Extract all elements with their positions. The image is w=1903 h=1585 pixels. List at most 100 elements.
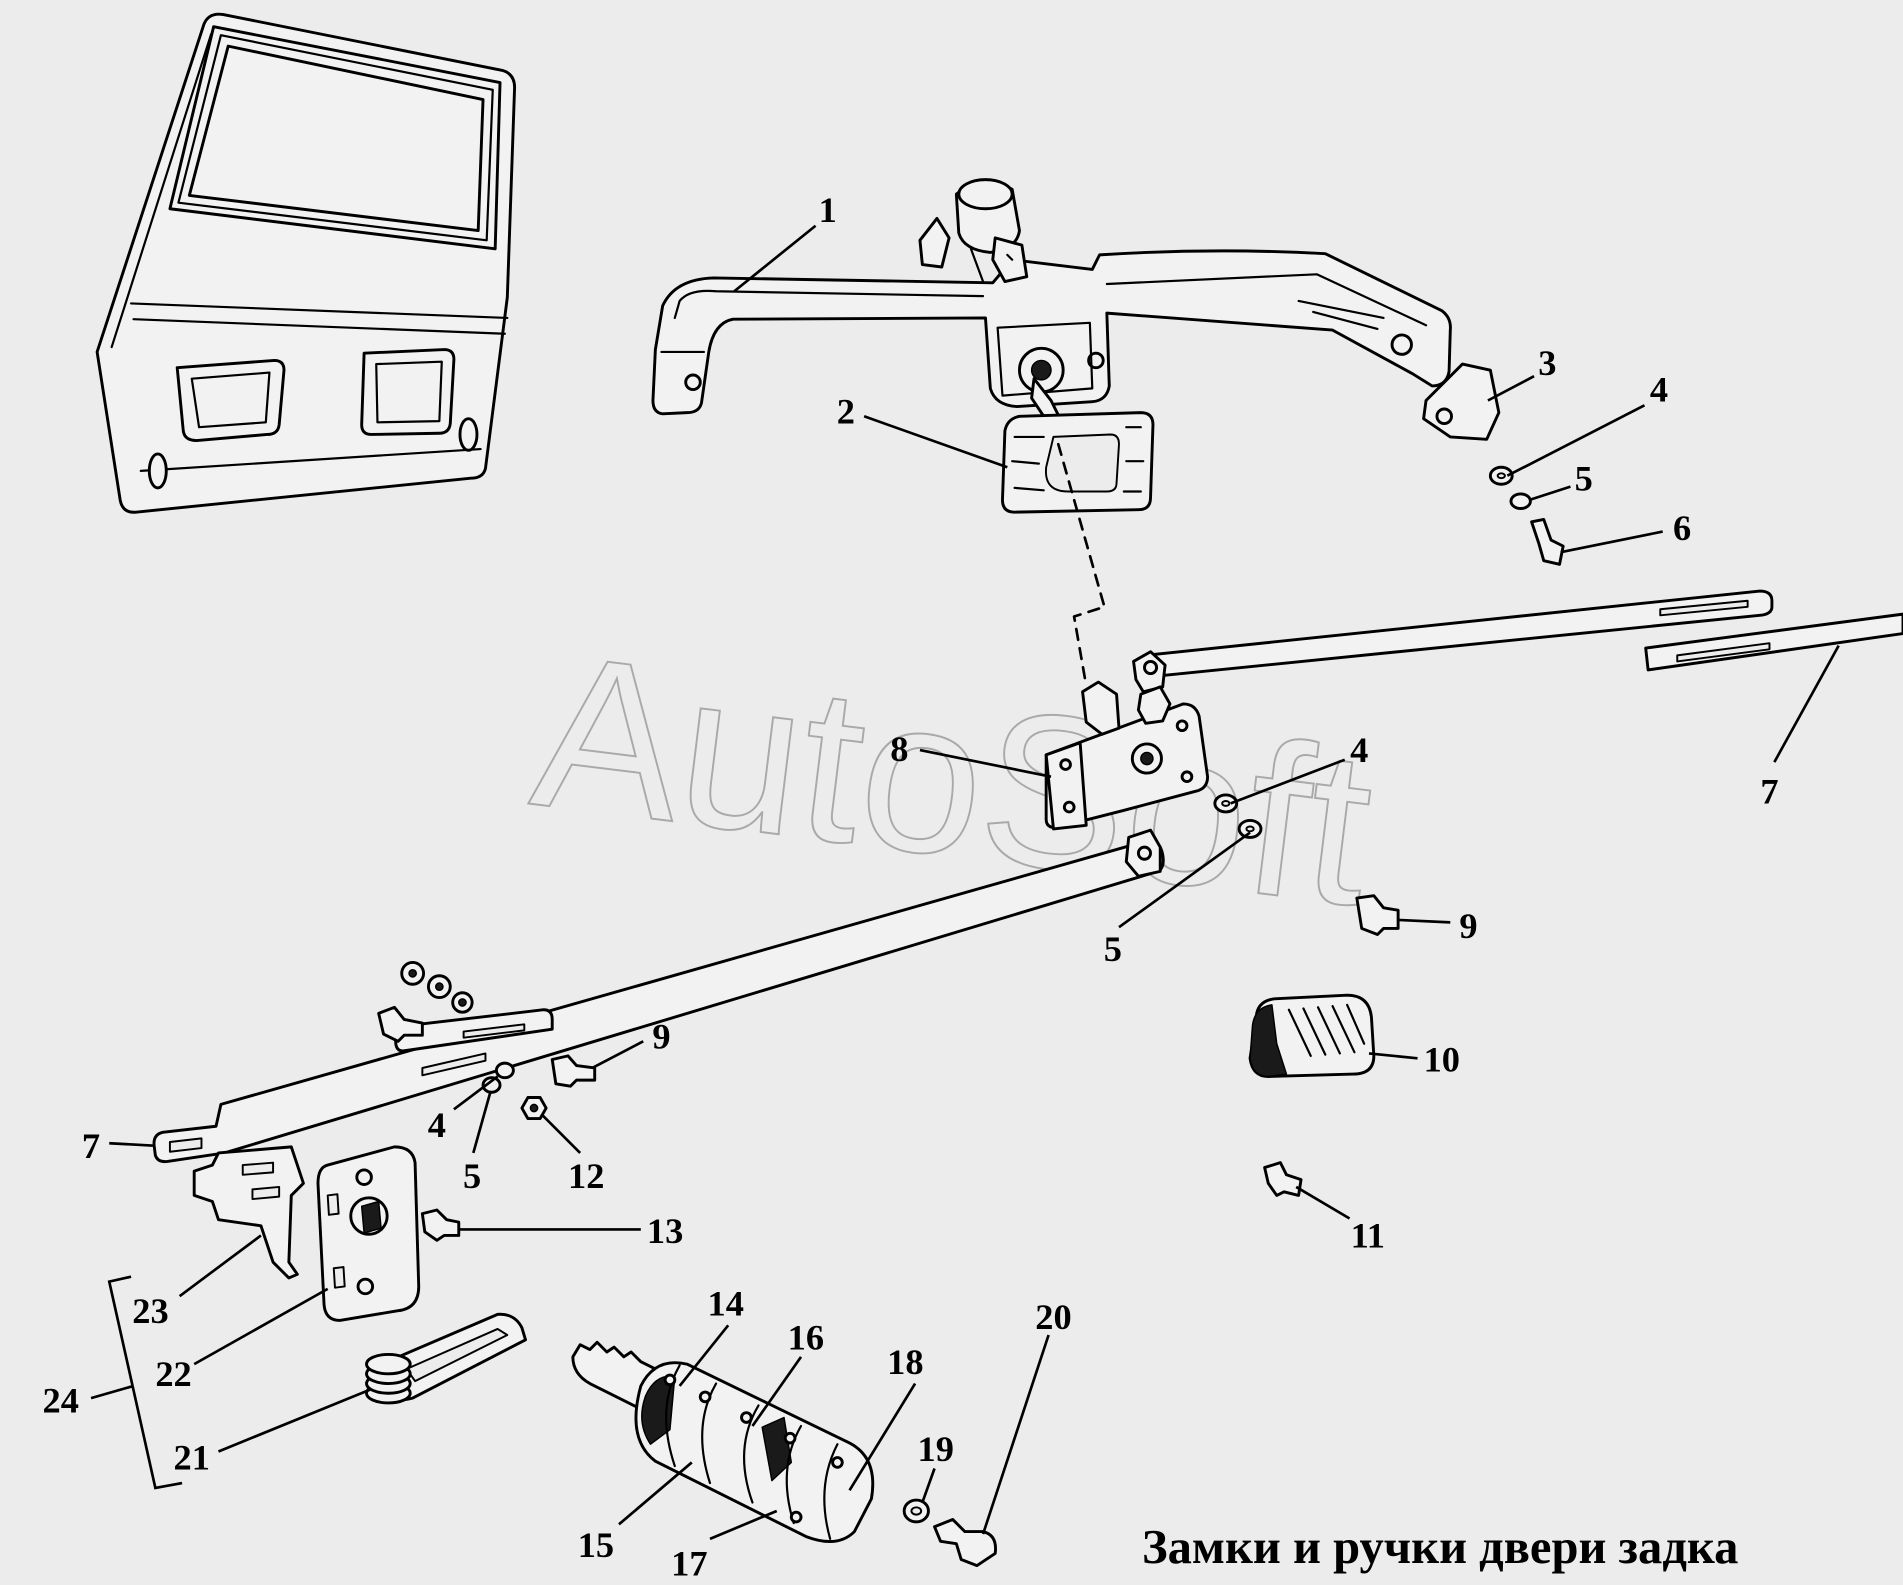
part-3-bracket — [1422, 362, 1501, 441]
lock-lever — [1081, 680, 1121, 736]
part-22-plate — [316, 1145, 421, 1322]
window-glass — [187, 44, 485, 233]
upper-rod-slot — [1659, 599, 1749, 617]
pad-shadow — [1249, 1004, 1288, 1078]
callout-8: 8 — [890, 729, 1052, 779]
callout-label: 16 — [788, 1318, 824, 1358]
part-9-left-bolt — [550, 1054, 597, 1088]
leader-17 — [709, 1509, 778, 1541]
part-6-bolt — [1530, 517, 1565, 566]
leader-3 — [1487, 375, 1535, 402]
callout-12: 12 — [540, 1113, 604, 1196]
diagram-title: Замки и ручки двери задка — [1142, 1521, 1738, 1574]
callout-label: 19 — [918, 1429, 954, 1469]
lower-rod-bar — [152, 838, 1165, 1164]
cylinder-hole-6 — [789, 1510, 803, 1524]
leader-7-left — [109, 1141, 155, 1147]
part-16-segment — [701, 1382, 718, 1485]
upper-rod-extension-slot — [1676, 642, 1771, 663]
handle-groove-left — [673, 289, 985, 320]
callout-label: 18 — [887, 1342, 923, 1382]
lock-rivet-center — [1140, 751, 1154, 766]
callout-label: 24 — [43, 1381, 79, 1421]
door-edge-line — [110, 32, 213, 349]
callout-17: 17 — [671, 1509, 778, 1583]
cylinder-hole-1 — [663, 1373, 677, 1387]
callout-label: 17 — [671, 1543, 707, 1583]
left-fasteners — [481, 1054, 597, 1121]
part-15-segment — [665, 1364, 681, 1468]
part-9-right-bolt — [1355, 894, 1400, 936]
callout-4-left: 4 — [428, 1075, 499, 1145]
leader-11 — [1295, 1185, 1351, 1220]
door-beltline — [129, 302, 509, 320]
callout-5-mid: 5 — [1104, 831, 1251, 969]
screw-11-body — [1263, 1161, 1303, 1197]
part-13-screw — [420, 1208, 461, 1242]
door-hinge-mark-left — [147, 452, 168, 490]
callout-label: 6 — [1673, 508, 1691, 548]
leader-15 — [618, 1461, 693, 1526]
cylinder-hole-5 — [831, 1456, 844, 1469]
key-cylinder-stems — [969, 247, 1014, 283]
callout-label: 20 — [1035, 1297, 1071, 1337]
cylinder-end-segment — [823, 1443, 839, 1540]
plate-22-hole-top — [355, 1168, 373, 1186]
lock-cylinder-assembly — [571, 1340, 875, 1543]
gasket-texture — [1011, 426, 1145, 493]
leader-9-right — [1398, 918, 1451, 924]
plate-22-slot-bottom — [332, 1266, 346, 1289]
upper-rod-bar — [1144, 589, 1774, 679]
door-recess-left-inner — [190, 371, 271, 429]
handle-boss-plate — [996, 321, 1094, 397]
leader-4-top — [1506, 404, 1646, 477]
callout-label: 4 — [428, 1105, 446, 1145]
lock-flange — [1044, 741, 1088, 831]
cylinder-hole-4 — [783, 1431, 797, 1445]
callout-label: 15 — [578, 1525, 614, 1565]
leader-9-left — [591, 1040, 644, 1070]
part-5-top-washer — [1509, 492, 1532, 510]
handle-groove-right — [1105, 273, 1428, 327]
callout-label: 12 — [568, 1156, 604, 1196]
door-bottom-line — [139, 447, 482, 472]
part-7-upper-rod — [1132, 589, 1903, 694]
callout-label: 3 — [1538, 343, 1556, 383]
callout-7-left: 7 — [82, 1126, 155, 1166]
bolt-a — [377, 1005, 424, 1043]
handle-hole-left — [684, 373, 702, 392]
lower-rod-plate-slot — [462, 1023, 526, 1039]
callout-label: 23 — [132, 1291, 168, 1331]
gasket-opening — [1045, 433, 1120, 493]
upper-rod-connector-pin — [1143, 659, 1159, 676]
key-cylinder-face — [957, 178, 1014, 211]
callout-14: 14 — [678, 1284, 744, 1387]
callout-11: 11 — [1295, 1185, 1385, 1256]
washer-b-hole — [458, 998, 467, 1007]
callout-18: 18 — [848, 1342, 924, 1492]
left-nut-cluster — [377, 960, 474, 1043]
rear-door-view — [95, 12, 517, 514]
handle-texture — [1297, 299, 1385, 330]
callout-1: 1 — [733, 190, 837, 293]
callout-label: 8 — [890, 729, 908, 769]
callout-label: 2 — [837, 392, 855, 432]
callout-label: 22 — [155, 1354, 191, 1394]
key-cylinder-lever-right — [991, 236, 1029, 284]
door-recess-right-inner — [375, 360, 443, 424]
part-7-lower-rod — [152, 828, 1165, 1164]
part-10-handle-pad — [1248, 993, 1376, 1078]
lower-rod-slot — [421, 1052, 487, 1077]
callout-15: 15 — [578, 1461, 693, 1565]
leader-14 — [678, 1324, 730, 1387]
leader-5-left — [472, 1091, 492, 1154]
part-18-segment — [785, 1424, 803, 1525]
part-11-screw — [1263, 1161, 1303, 1197]
callout-4-mid: 4 — [1230, 730, 1368, 805]
leader-18 — [848, 1382, 917, 1492]
lock-hole-4 — [1180, 770, 1194, 784]
leader-10 — [1368, 1052, 1418, 1060]
callout-label: 13 — [647, 1211, 683, 1251]
plate-22-slot-top — [326, 1193, 340, 1216]
